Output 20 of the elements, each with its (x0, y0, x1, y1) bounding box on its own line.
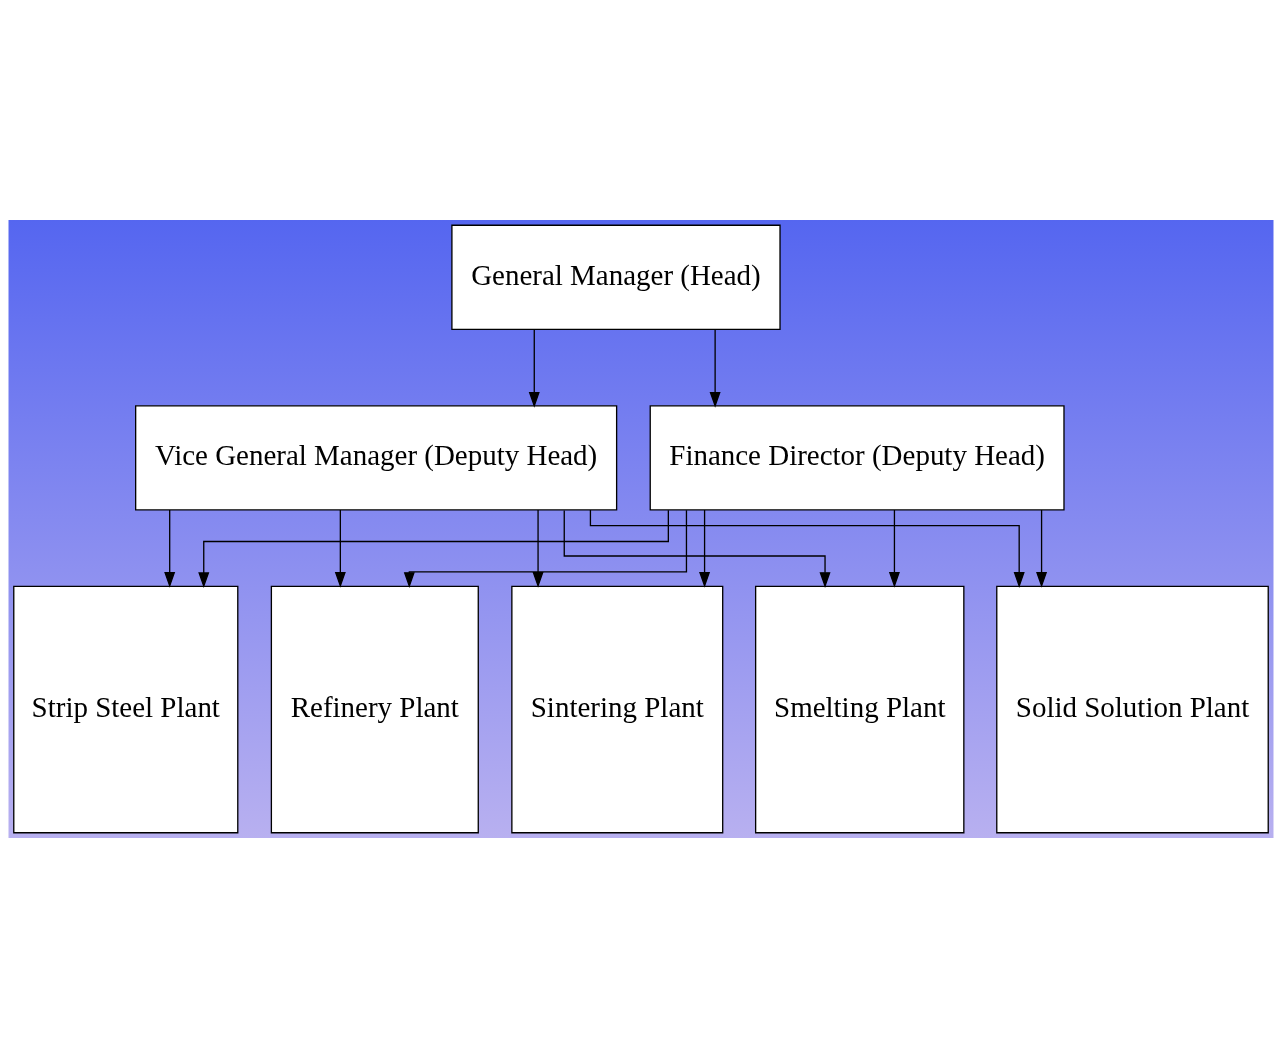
node-box: Finance Director (Deputy Head) (649, 405, 1065, 511)
arrow (699, 509, 711, 588)
arrow (532, 509, 544, 588)
arrow (1036, 509, 1048, 588)
node-box: Refinery Plant (270, 585, 479, 834)
node-box: General Manager (Head) (451, 224, 781, 331)
node-box: Smelting Plant (755, 585, 965, 834)
arrow (888, 509, 900, 588)
arrow (563, 509, 831, 588)
node-box: Vice General Manager (Deputy Head) (135, 405, 618, 511)
arrow (528, 328, 540, 408)
arrow (709, 328, 721, 408)
arrow (589, 509, 1025, 588)
arrow (334, 509, 346, 588)
node-box: Solid Solution Plant (996, 585, 1269, 834)
arrow (403, 509, 688, 589)
node-box: Sintering Plant (511, 585, 724, 834)
arrow (198, 509, 669, 589)
node-box: Strip Steel Plant (13, 585, 239, 834)
arrow (164, 509, 176, 588)
